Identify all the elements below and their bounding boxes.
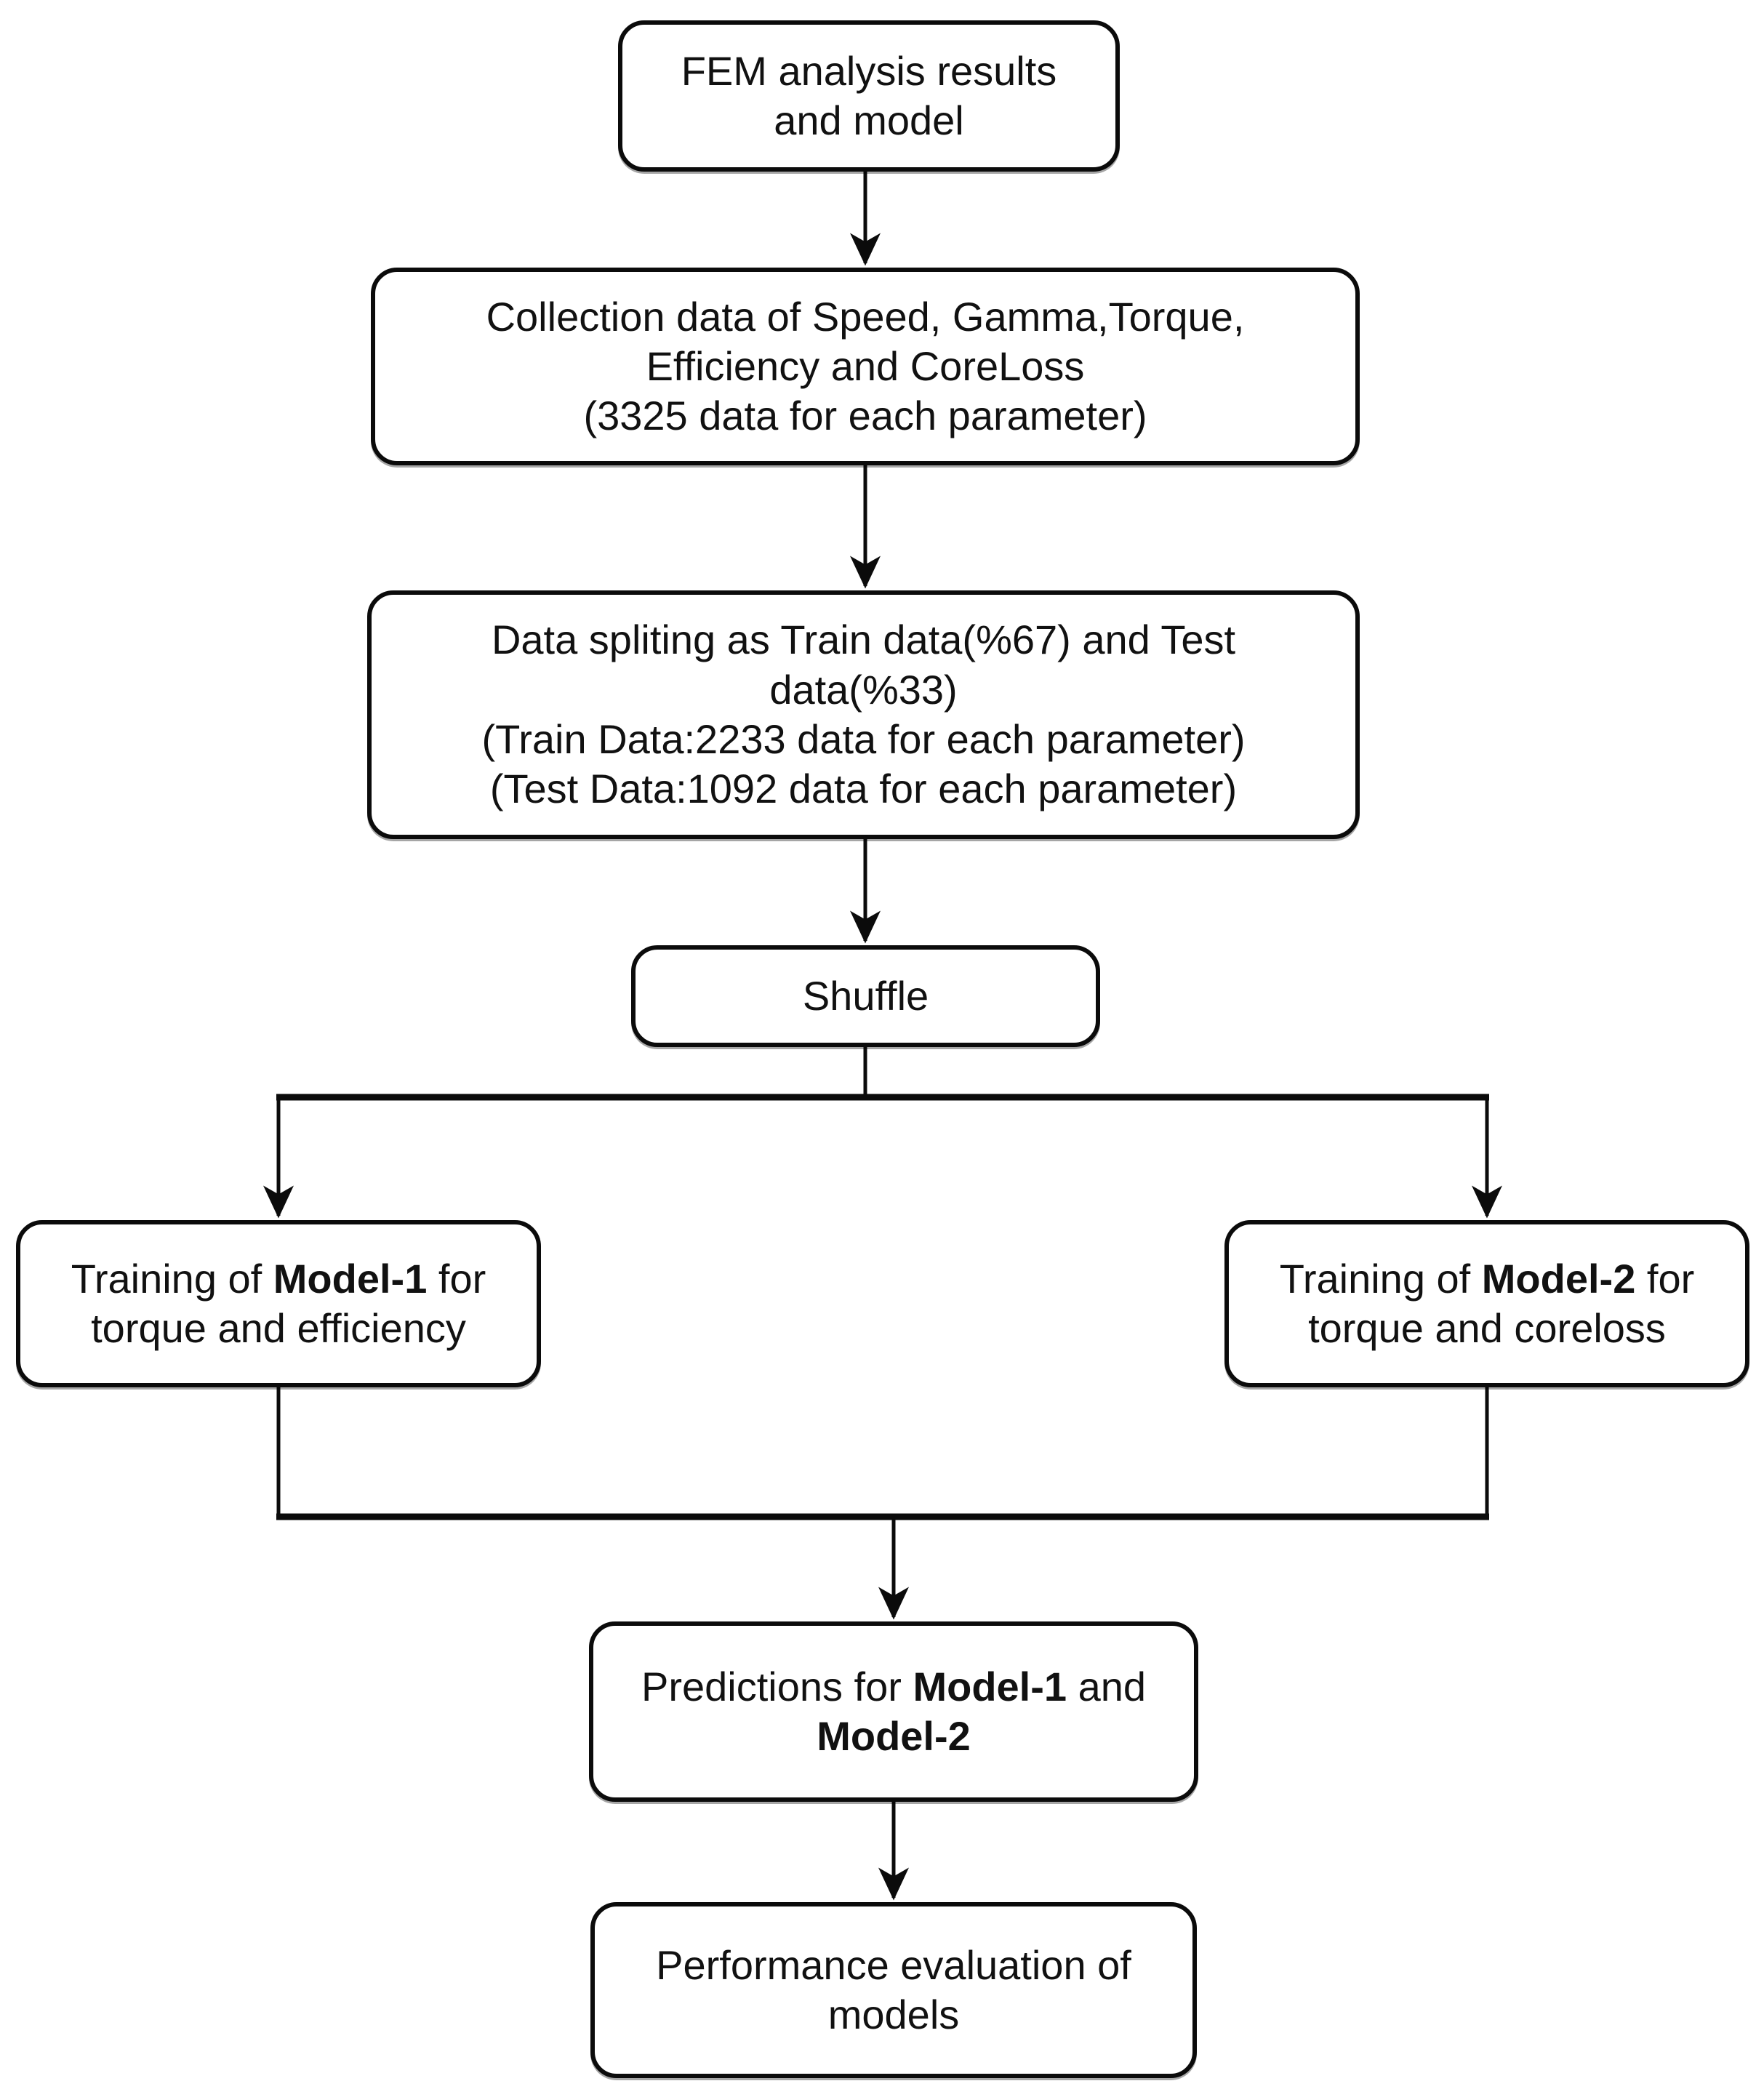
node-split-line4: (Test Data:1092 data for each parameter) [489, 766, 1238, 812]
node-model2-bold: Model-2 [1481, 1255, 1636, 1302]
node-model2-post: for [1635, 1255, 1695, 1302]
node-training-model1: Training of Model-1 for torque and effic… [16, 1220, 541, 1387]
node-model2-line2: torque and coreloss [1308, 1305, 1666, 1351]
node-collection-line1: Collection data of Speed, Gamma,Torque, [486, 293, 1245, 340]
node-model1-line2: torque and efficiency [91, 1305, 466, 1351]
node-split-line3: (Train Data:2233 data for each parameter… [481, 716, 1246, 762]
node-predictions-mid: and [1067, 1663, 1147, 1709]
node-data-splitting: Data spliting as Train data(%67) and Tes… [367, 590, 1360, 839]
node-model1-pre: Training of [71, 1255, 273, 1302]
node-fem-line2: and model [774, 97, 964, 143]
node-data-collection: Collection data of Speed, Gamma,Torque, … [371, 268, 1360, 465]
node-model2-line1: Training of Model-2 for [1280, 1254, 1695, 1304]
node-predictions: Predictions for Model-1 and Model-2 [589, 1621, 1198, 1802]
node-collection-line2: Efficiency and CoreLoss [646, 342, 1085, 389]
node-model1-bold: Model-1 [273, 1255, 428, 1302]
node-evaluation-line2: models [827, 1992, 960, 2037]
node-split-line1: Data spliting as Train data(%67) and Tes… [491, 617, 1236, 663]
node-training-model2: Training of Model-2 for torque and corel… [1224, 1220, 1749, 1387]
node-evaluation-line1: Performance evaluation of [656, 1941, 1131, 1988]
node-shuffle: Shuffle [631, 945, 1100, 1047]
node-collection-line3: (3325 data for each parameter) [583, 393, 1147, 439]
node-model1-line1: Training of Model-1 for [71, 1254, 486, 1304]
node-shuffle-line1: Shuffle [802, 972, 929, 1019]
node-predictions-line2: Model-2 [817, 1713, 971, 1759]
node-split-line2: data(%33) [769, 666, 958, 713]
node-predictions-pre: Predictions for [641, 1663, 913, 1709]
node-fem-analysis: FEM analysis results and model [618, 20, 1120, 172]
node-model2-pre: Training of [1279, 1255, 1482, 1302]
node-predictions-bold1: Model-1 [913, 1663, 1067, 1709]
node-model1-post: for [427, 1255, 486, 1302]
node-performance-evaluation: Performance evaluation of models [590, 1902, 1197, 2078]
node-predictions-line1: Predictions for Model-1 and [641, 1662, 1146, 1712]
node-fem-line1: FEM analysis results [681, 47, 1057, 94]
